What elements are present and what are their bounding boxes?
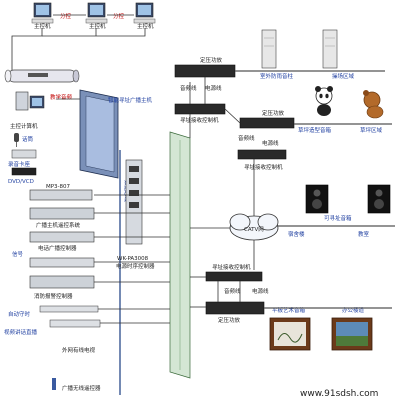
audio-line-label-1: 音频线 (180, 84, 197, 92)
amp-2: 定压功放 (239, 109, 295, 129)
power-line-label-3: 电源线 (252, 287, 269, 295)
recv-1-label: 寻址接收控制机 (180, 116, 219, 124)
pc-1: 主控机 (31, 2, 54, 30)
recorder-device (11, 149, 37, 159)
remote-bottom-label: 广播无线遥控器 (62, 384, 101, 392)
power-line-label-1: 电源线 (205, 84, 222, 92)
amp-3: 定压功放 (205, 301, 265, 324)
power-line-label-2: 电源线 (262, 139, 279, 147)
branch-2-label: 分控 (113, 12, 125, 20)
pc-3: 主控机 (133, 2, 156, 30)
pc-1-label: 主控机 (34, 22, 51, 30)
outdoor-label: 室外防雨音柱 (260, 72, 294, 80)
mic-icon (14, 133, 19, 147)
dvd-device (11, 167, 37, 176)
addr-speakers (305, 184, 391, 214)
bottom-caption: 广播无线遥控器 (52, 378, 101, 392)
addr-speaker-label: 可寻址音箱 (324, 214, 352, 222)
outdoor-speakers (261, 29, 338, 69)
pc-3-label: 主控机 (137, 22, 154, 30)
dvd-label: DVD/VCD (8, 179, 34, 185)
wk-controller: WK-PA3008 电源时序控制器 (116, 159, 155, 270)
dorm-label: 宿舍楼 (288, 230, 305, 238)
server-station: 主控计算机 (10, 91, 45, 130)
recv-1: 寻址接收控制机 (174, 103, 226, 124)
right-connectors (189, 77, 241, 308)
pc-bus (42, 28, 146, 37)
server-label: 主控计算机 (10, 122, 38, 130)
left-connectors (56, 98, 170, 324)
amp-2-label: 定压功放 (262, 109, 285, 117)
audio-line-label-3: 音频线 (224, 287, 241, 295)
audio-line-label-2: 音频线 (238, 134, 255, 142)
alarm-label: 消防报警控制器 (34, 292, 73, 300)
recorder-label: 录音卡座 (8, 160, 31, 168)
mp3-label: MP3-807 (46, 184, 71, 190)
network-pipe (4, 69, 80, 83)
timer-device (39, 305, 99, 313)
teaching-audio-label: 教学音频 (50, 93, 73, 101)
signal-label: 信号 (12, 250, 24, 258)
amp-1: 定压功放 (174, 56, 236, 78)
remote-system: 广播主机遥控系统 (29, 207, 95, 229)
wk-subtitle: 电源时序控制器 (116, 262, 155, 270)
main-rack: 智能寻址广播主机 (79, 89, 153, 179)
main-rack-label: 智能寻址广播主机 (108, 96, 153, 104)
ext-tv-label: 外网有线电视 (62, 346, 96, 354)
panda-speaker-icon (315, 86, 333, 116)
grass-area-label: 草坪区域 (360, 126, 383, 134)
amp-1-label: 定压功放 (200, 56, 223, 64)
recv-2: 寻址接收控制机 (237, 149, 287, 171)
grass-speaker-label: 草坪造型音箱 (298, 126, 332, 134)
pc-drop-1 (11, 28, 43, 75)
art-speaker-2 (331, 317, 373, 351)
art-speaker-label: 平板艺术音箱 (272, 306, 306, 314)
alarm-controller: 消防报警控制器 (29, 275, 95, 300)
art-speaker-1 (269, 317, 311, 351)
classroom-label: 教室 (358, 230, 370, 238)
recv-2-label: 寻址接收控制机 (244, 163, 283, 171)
auto-label: 自动守时 (8, 310, 31, 318)
mp3-device: MP3-807 (29, 184, 93, 201)
amp-3-label: 定压功放 (218, 316, 241, 324)
mic-label: 话筒 (22, 135, 34, 143)
ext-tv-device (49, 319, 101, 328)
branch-1-label: 分控 (60, 12, 72, 20)
remote-label: 广播主机遥控系统 (36, 221, 81, 229)
office-label: 办公楼道 (342, 306, 365, 314)
pc-2-label: 主控机 (89, 22, 106, 30)
phone-label: 电话广播控制器 (38, 244, 77, 252)
recv-3: 寻址接收控制机 (205, 263, 263, 282)
pc-2: 主控机 (85, 2, 108, 30)
watermark: www.91sdsh.com (300, 389, 378, 399)
phone-controller: 电话广播控制器 (29, 231, 95, 252)
recv-3-label: 寻址接收控制机 (212, 263, 251, 271)
bear-speaker-icon (363, 90, 384, 119)
mixer-device (29, 257, 95, 268)
pc-group: 主控机 主控机 主控机 分控 分控 (31, 2, 156, 30)
catv-cloud: CATV网 (229, 213, 279, 241)
video-label: 视频讲话直播 (4, 328, 38, 336)
bus-panel (169, 131, 191, 379)
catv-label: CATV网 (244, 226, 264, 233)
playground-label: 操场区域 (332, 72, 355, 80)
wk-model: WK-PA3008 (117, 256, 149, 262)
